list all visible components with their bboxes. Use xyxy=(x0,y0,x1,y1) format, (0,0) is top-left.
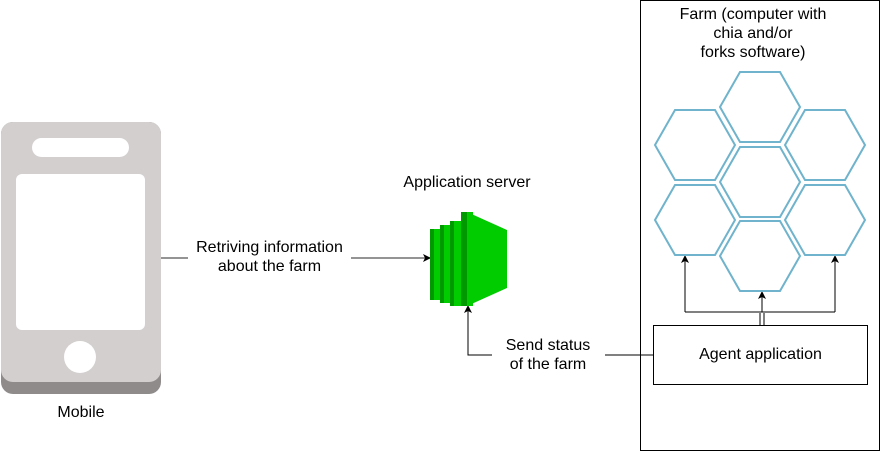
server-slab xyxy=(454,221,462,306)
agent-application-box[interactable] xyxy=(653,325,868,385)
mobile-label: Mobile xyxy=(57,404,105,421)
edge-label-send-status: Send status of the farm xyxy=(492,336,604,374)
farm-label-line: chia and/or xyxy=(713,25,793,42)
farm-label-line: forks software) xyxy=(700,44,806,61)
mobile-phone-icon[interactable] xyxy=(1,122,161,394)
hexagon-node[interactable] xyxy=(653,184,737,256)
server-slab xyxy=(444,225,451,303)
server-slab-edge xyxy=(440,225,444,303)
server-label: Application server xyxy=(403,174,531,191)
agent-application-label: Agent application xyxy=(699,346,822,363)
edge-label-line: Retriving information xyxy=(196,239,343,256)
server-slab-edge xyxy=(450,221,454,306)
farm-container[interactable] xyxy=(640,0,880,451)
edge-agent-to-hexes xyxy=(681,255,839,325)
farm-label-line: Farm (computer with xyxy=(679,6,827,23)
edge-label-line: about the farm xyxy=(217,258,322,275)
farm-label: Farm (computer with chia and/or forks so… xyxy=(648,5,858,62)
edge-label-line: of the farm xyxy=(509,356,587,373)
server-slab xyxy=(434,229,441,300)
edge-label-line: Send status xyxy=(505,337,591,354)
hexagon-node[interactable] xyxy=(718,146,802,218)
server-front-face xyxy=(467,212,507,306)
hexagon-node[interactable] xyxy=(783,109,867,181)
hexagon-node[interactable] xyxy=(653,109,737,181)
hexagon-node[interactable] xyxy=(783,184,867,256)
server-front-edge xyxy=(461,212,467,306)
hexagon-node[interactable] xyxy=(718,220,802,292)
edge-label-retrieving: Retriving information about the farm xyxy=(188,238,351,276)
hexagon-cluster-icon[interactable] xyxy=(653,71,867,292)
server-slab-edge xyxy=(430,229,434,300)
edge-agent-to-server xyxy=(464,305,653,356)
hexagon-node[interactable] xyxy=(718,71,802,143)
server-instance-icon[interactable] xyxy=(430,212,507,306)
